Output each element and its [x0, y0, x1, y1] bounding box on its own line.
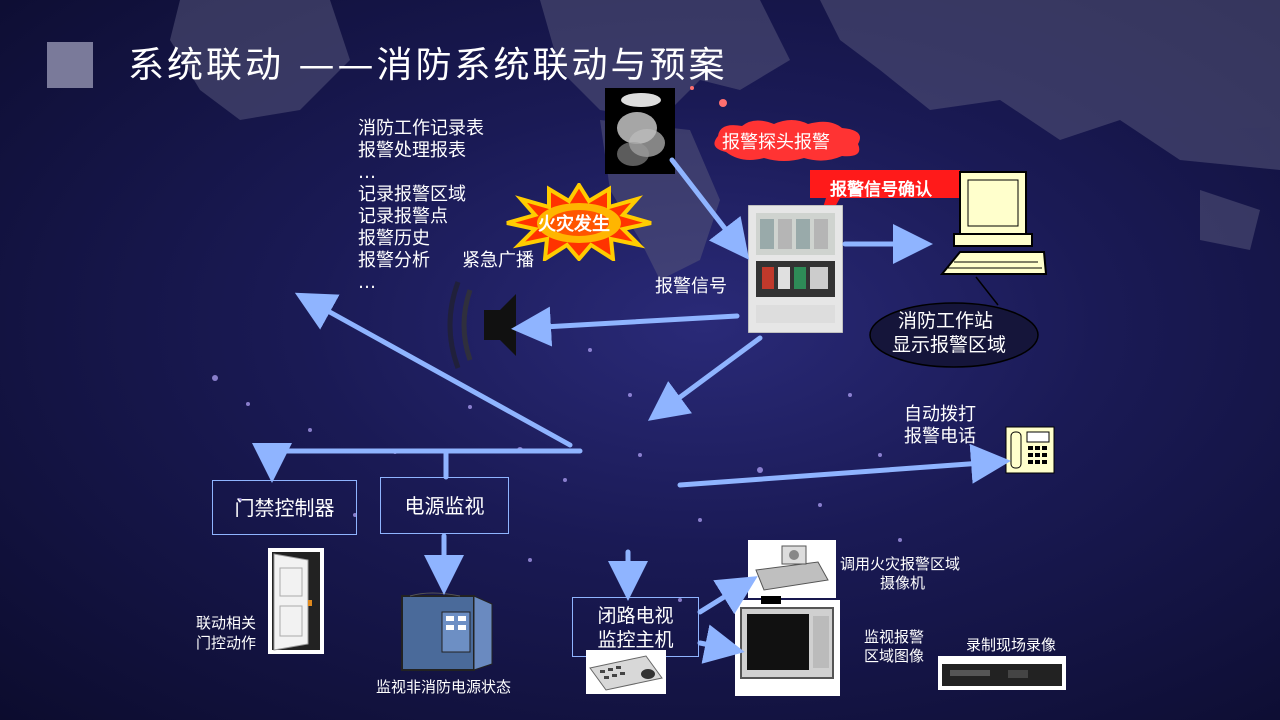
power-cabinet-icon — [401, 592, 493, 671]
alarm-cloud-label: 报警探头报警 — [722, 132, 830, 153]
alarm-cloud — [714, 120, 860, 161]
records-item: 记录报警点 — [358, 206, 448, 227]
camera-icon — [748, 540, 836, 598]
records-item: 记录报警区域 — [358, 184, 466, 205]
records-item: … — [358, 272, 376, 293]
monitor-label-2: 区域图像 — [864, 647, 925, 665]
broadcast-label: 紧急广播 — [462, 250, 534, 271]
page-title: 系统联动 ——消防系统联动与预案 — [128, 45, 728, 86]
records-item: 报警历史 — [358, 228, 430, 249]
fire-panel-icon — [748, 205, 843, 333]
access-controller-box: 门禁控制器 — [212, 480, 357, 535]
records-item: 报警处理报表 — [358, 140, 466, 161]
cctv-host-box: 闭路电视 监控主机 — [572, 597, 699, 657]
power-monitor-box: 电源监视 — [380, 477, 509, 534]
records-item: … — [358, 162, 376, 183]
monitor-label-1: 监视报警 — [864, 628, 925, 646]
workstation-bubble — [869, 276, 1039, 368]
workstation-label-2: 显示报警区域 — [892, 334, 1007, 356]
signal-confirm-label: 报警信号确认 — [830, 180, 932, 200]
fire-burst-icon — [506, 183, 652, 261]
cctv-label-1: 闭路电视 — [597, 605, 674, 627]
telephone-icon — [1005, 426, 1055, 474]
smoke-detector-icon — [605, 88, 675, 174]
camera-label-1: 调用火灾报警区域 — [840, 555, 961, 573]
speaker-icon — [447, 281, 516, 369]
signal-confirm-callout — [808, 170, 960, 256]
door-action-label-2: 门控动作 — [196, 634, 257, 652]
records-item: 报警分析 — [358, 250, 430, 271]
workstation-label-1: 消防工作站 — [898, 310, 994, 332]
non-fire-power-label: 监视非消防电源状态 — [376, 678, 512, 696]
fire-burst-label: 火灾发生 — [538, 214, 610, 235]
door-action-label-1: 联动相关 — [196, 614, 257, 632]
records-list: 消防工作记录表 报警处理报表 … 记录报警区域 记录报警点 报警历史 报警分析 … — [358, 118, 484, 294]
vcr-icon — [938, 656, 1066, 690]
title-square — [47, 42, 93, 88]
alarm-signal-label: 报警信号 — [655, 276, 727, 297]
computer-icon — [940, 171, 1048, 275]
crt-monitor-icon — [735, 596, 840, 696]
keyboard-controller-icon — [586, 650, 666, 694]
records-item: 消防工作记录表 — [358, 118, 484, 139]
auto-dial-label-1: 自动拨打 — [904, 404, 976, 425]
camera-label-2: 摄像机 — [880, 574, 926, 592]
auto-dial-label-2: 报警电话 — [904, 426, 976, 447]
recorder-label: 录制现场录像 — [966, 636, 1057, 654]
door-icon — [268, 548, 324, 654]
cctv-label-2: 监控主机 — [597, 629, 674, 651]
